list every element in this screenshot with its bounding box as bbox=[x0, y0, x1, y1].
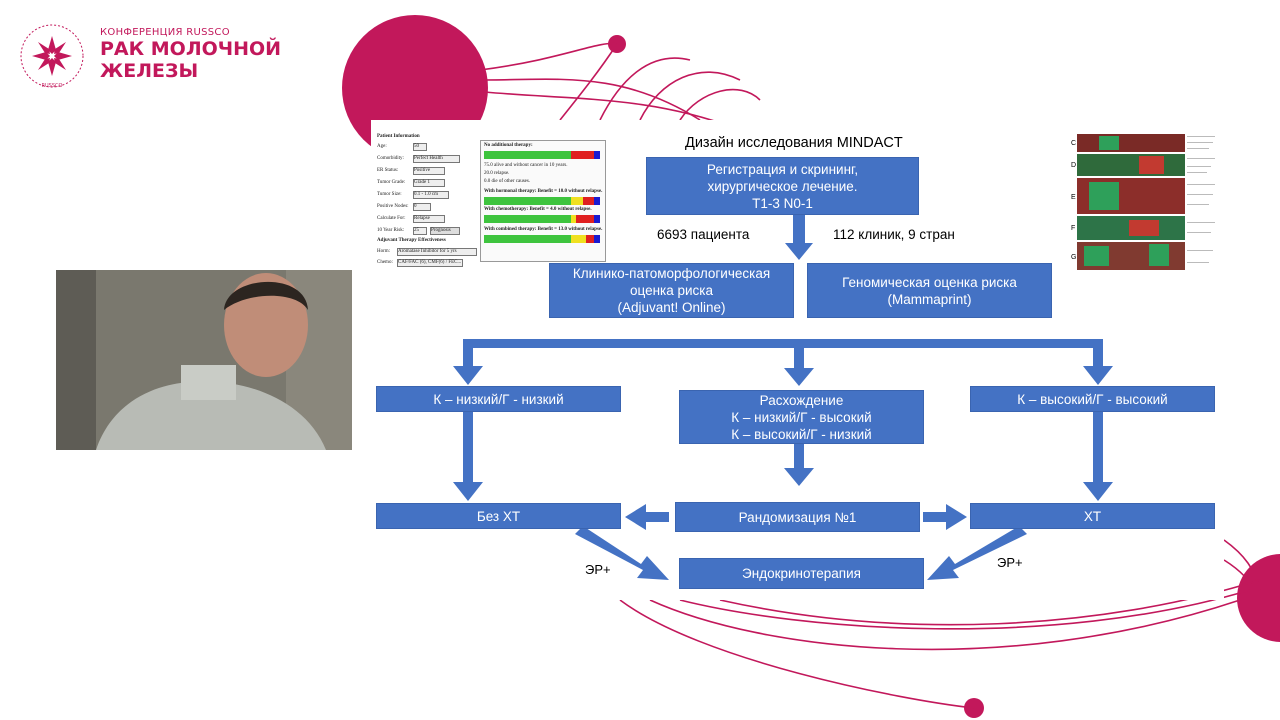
speaker-webcam bbox=[56, 270, 352, 450]
calc-value: 25 bbox=[413, 227, 427, 235]
patients-count: 6693 пациента bbox=[657, 227, 750, 242]
calc-value: Relapse bbox=[413, 215, 445, 223]
clinical-risk-box: Клинико-патоморфологическая оценка риска… bbox=[549, 263, 794, 318]
discordance-box: Расхождение К – низкий/Г - высокий К – в… bbox=[679, 390, 924, 444]
calc-prognosis-button: Prognosis bbox=[430, 227, 460, 235]
arrow-down-icon bbox=[1083, 339, 1113, 385]
heatmap-label: C bbox=[1071, 140, 1076, 147]
discordance-line: К – высокий/Г - низкий bbox=[731, 426, 872, 442]
russco-emblem-icon: RUSSCO bbox=[20, 24, 84, 89]
calc-value2: Aromatase Inhibitor for 5 yrs bbox=[397, 248, 477, 256]
heatmap-label: G bbox=[1071, 254, 1076, 261]
calc-results-panel: No additional therapy: 75.0 alive and wi… bbox=[480, 140, 606, 262]
calc-field2: Chemo: bbox=[377, 260, 393, 265]
heatmap-label: F bbox=[1071, 225, 1075, 232]
calc-field: Tumor Grade: bbox=[377, 180, 406, 185]
legend-item: 20.0 relapse. bbox=[484, 171, 510, 176]
er-positive-left: ЭР+ bbox=[585, 562, 611, 577]
arrow-left-icon bbox=[625, 504, 669, 530]
decor-circle-right bbox=[1237, 554, 1280, 642]
registration-box: Регистрация и скрининг, хирургическое ле… bbox=[646, 157, 919, 215]
slide-title: Дизайн исследования MINDACT bbox=[685, 135, 903, 151]
low-low-box: К – низкий/Г - низкий bbox=[376, 386, 621, 412]
title-line-2: ЖЕЛЕЗЫ bbox=[100, 60, 199, 82]
clinical-risk-line: оценка риска bbox=[629, 283, 714, 298]
calc-value: 0 bbox=[413, 203, 431, 211]
registration-line: хирургическое лечение. bbox=[707, 178, 858, 194]
arrow-down-icon bbox=[784, 444, 814, 486]
conference-title: РАК МОЛОЧНОЙ ЖЕЛЕЗЫ bbox=[100, 38, 281, 82]
arrow-down-icon bbox=[785, 215, 813, 260]
hormonal-label: With hormonal therapy: Benefit = 10.0 wi… bbox=[484, 189, 603, 194]
russco-logo: RUSSCO bbox=[18, 22, 86, 90]
clinical-risk-line: (Adjuvant! Online) bbox=[617, 300, 726, 315]
calc-value: 50 bbox=[413, 143, 427, 151]
arrow-down-icon bbox=[453, 412, 483, 501]
combined-label: With combined therapy: Benefit = 13.0 wi… bbox=[484, 227, 603, 232]
high-high-box: К – высокий/Г - высокий bbox=[970, 386, 1215, 412]
results-title: No additional therapy: bbox=[484, 143, 533, 148]
genomic-risk-box: Геномическая оценка риска (Mammaprint) bbox=[807, 263, 1052, 318]
calc-value: Positive bbox=[413, 167, 445, 175]
heatmap-label: D bbox=[1071, 162, 1076, 169]
outcome-bar bbox=[484, 215, 600, 223]
adjuvant-online-screenshot: Patient Information Age: Comorbidity: ER… bbox=[375, 130, 606, 267]
legend-item: 0.0 die of other causes. bbox=[484, 179, 531, 184]
calc-header: Patient Information bbox=[377, 134, 420, 139]
outcome-bar bbox=[484, 151, 600, 159]
conference-label: КОНФЕРЕНЦИЯ RUSSCO bbox=[100, 27, 230, 38]
clinical-risk-line: Клинико-патоморфологическая bbox=[572, 266, 771, 281]
outcome-bar bbox=[484, 235, 600, 243]
calc-value: Perfect Health bbox=[413, 155, 460, 163]
clinics-count: 112 клиник, 9 стран bbox=[833, 227, 955, 242]
connector-bar bbox=[463, 339, 1103, 348]
arrow-down-icon bbox=[784, 339, 814, 386]
heatmap-rows bbox=[1077, 134, 1185, 270]
randomization-box: Рандомизация №1 bbox=[675, 502, 920, 532]
arrow-right-icon bbox=[923, 504, 967, 530]
calc-field: Tumor Size: bbox=[377, 192, 402, 197]
registration-line: T1-3 N0-1 bbox=[752, 195, 813, 211]
arrow-down-icon bbox=[453, 339, 483, 385]
calc-value: Grade 1 bbox=[413, 179, 445, 187]
calc-field: Positive Nodes: bbox=[377, 204, 409, 209]
decor-curves-top bbox=[479, 42, 761, 131]
calc-value: 0.1 - 1.0 cm bbox=[413, 191, 449, 199]
genomic-heatmap-image: C D E F G bbox=[1069, 132, 1221, 272]
presentation-slide: Patient Information Age: Comorbidity: ER… bbox=[371, 120, 1224, 600]
heatmap-gene-labels bbox=[1187, 136, 1215, 263]
discordance-line: К – низкий/Г - высокий bbox=[731, 409, 872, 425]
endocrine-box: Эндокринотерапия bbox=[679, 558, 924, 589]
logo-ring-text: RUSSCO bbox=[42, 83, 63, 89]
registration-line: Регистрация и скрининг, bbox=[706, 161, 859, 177]
speaker-video-frame bbox=[56, 270, 352, 450]
no-chemo-box: Без ХТ bbox=[376, 503, 621, 529]
calc-field: ER Status: bbox=[377, 168, 399, 173]
genomic-risk-line: (Mammaprint) bbox=[887, 291, 972, 307]
discordance-line: Расхождение bbox=[759, 392, 844, 408]
calc-field2: Horm: bbox=[377, 249, 391, 254]
heatmap-label: E bbox=[1071, 194, 1076, 201]
chemo-box: ХТ bbox=[970, 503, 1215, 529]
calc-field: Age: bbox=[377, 144, 387, 149]
calc-field: Comorbidity: bbox=[377, 156, 404, 161]
genomic-risk-line: Геномическая оценка риска bbox=[842, 274, 1017, 290]
arrow-diagonal-icon bbox=[575, 526, 669, 580]
arrow-diagonal-icon bbox=[927, 526, 1027, 580]
calc-field: 10 Year Risk: bbox=[377, 228, 405, 233]
arrow-down-icon bbox=[1083, 412, 1113, 501]
outcome-bar bbox=[484, 197, 600, 205]
er-positive-right: ЭР+ bbox=[997, 555, 1023, 570]
flow-arrows bbox=[453, 215, 1113, 580]
title-line-1: РАК МОЛОЧНОЙ bbox=[100, 38, 282, 60]
calc-section2: Adjuvant Therapy Effectiveness bbox=[377, 238, 446, 243]
calc-field: Calculate For: bbox=[377, 216, 406, 221]
chemo-label: With chemotherapy: Benefit = 4.0 without… bbox=[484, 207, 592, 212]
calc-value2: CAF/FAC (6), CMF(6) / FEC... bbox=[397, 259, 463, 267]
legend-item: 75.0 alive and without cancer in 10 year… bbox=[484, 163, 568, 168]
